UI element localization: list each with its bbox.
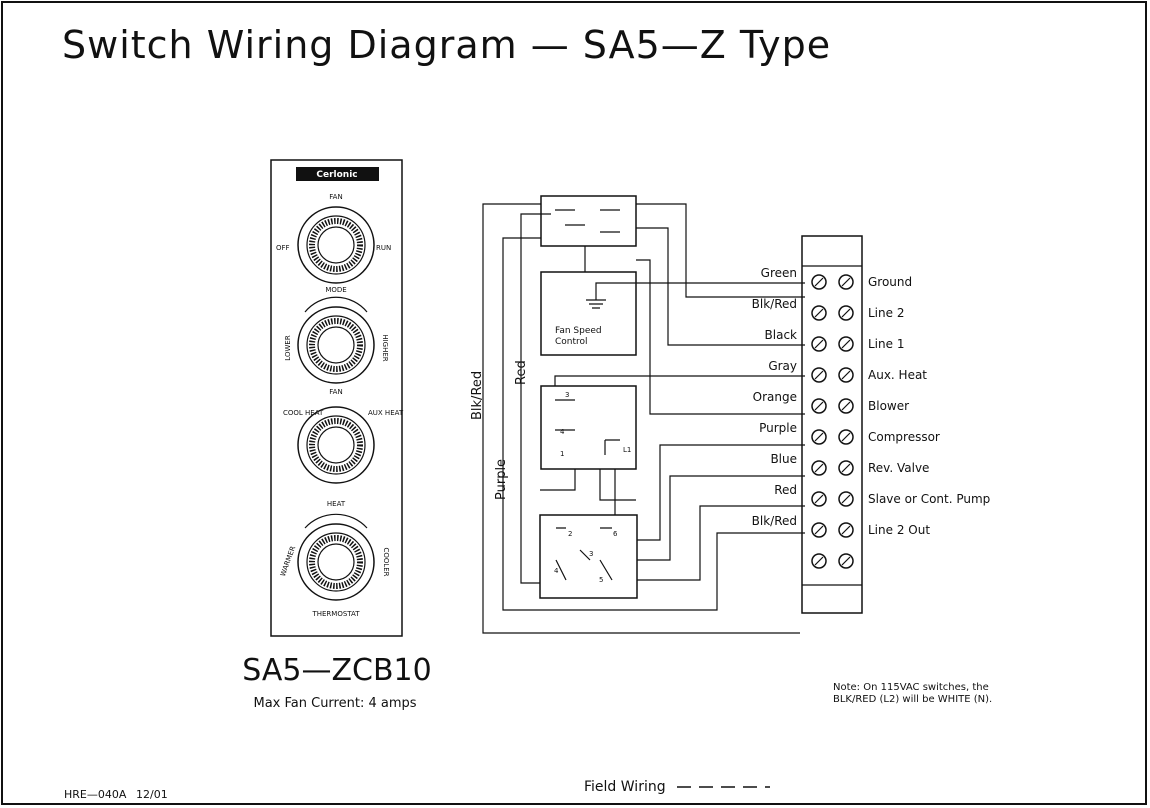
knob-fan-bottom-label: FAN [329,388,342,396]
terminal-screw-icon [811,553,827,569]
top-switch-block [540,195,637,247]
terminal-label: Rev. Valve [868,461,929,475]
note-line-2: BLK/RED (L2) will be WHITE (N). [833,694,992,705]
wire-color-label: Blue [770,452,797,466]
terminal-screw-icon [838,336,854,352]
model-name: SA5—ZCB10 [242,653,431,688]
wire-color-label: Red [774,483,797,497]
knob-fan[interactable]: LOWER HIGHER FAN [284,296,389,396]
brand-logo-text: Cerlonic [316,170,357,180]
terminal-label: Compressor [868,430,940,444]
knob-heat[interactable]: COOL HEAT AUX HEAT HEAT [283,406,404,508]
wire-label-red-vertical: Red [514,360,529,385]
bottom-switch-block [539,514,638,599]
brand-logo [296,167,379,181]
terminal-screw-icon [838,398,854,414]
terminal-screw-icon [811,305,827,321]
knob-thermostat-right-label: COOLER [382,547,390,576]
terminal-label: Blower [868,399,909,413]
terminal-label: Ground [868,275,912,289]
terminal-screw-icon [811,367,827,383]
schematic: Fan Speed Control 3 4 1 L1 2 6 3 4 5 [470,195,990,634]
terminal-screw-icon [838,274,854,290]
knob-fan-right-label: HIGHER [381,334,389,361]
ground-icon [586,286,606,309]
wire-color-label: Gray [768,359,797,373]
terminal-screw-icon [838,367,854,383]
knob-mode-left-label: OFF [276,244,290,252]
wire-label-purple-vertical: Purple [494,459,509,500]
contact-label: 1 [560,450,564,458]
knob-mode[interactable]: FAN OFF RUN MODE [276,193,391,294]
terminal-screw-icon [838,522,854,538]
wire-color-label: Green [761,266,797,280]
knob-thermostat[interactable]: WARMER COOLER THERMOSTAT [279,513,390,618]
wire-color-label: Black [765,328,798,342]
page-title: Switch Wiring Diagram — SA5—Z Type [62,23,831,67]
terminal-screw-icon [838,491,854,507]
switch-panel: Cerlonic FAN OFF RUN MODE LOWER HIGHER F… [270,159,404,637]
document-date: 12/01 [136,788,168,801]
field-wiring-label: Field Wiring [584,779,666,795]
terminal-row [811,553,854,569]
contact-label: L1 [623,446,631,454]
terminal-screw-icon [811,336,827,352]
knob-thermostat-left-label: WARMER [279,545,297,577]
knob-heat-right-label: AUX HEAT [368,409,404,417]
terminal-screw-icon [811,460,827,476]
contact-label: 2 [568,530,572,538]
knob-thermostat-bottom-label: THERMOSTAT [311,610,360,618]
max-fan-current: Max Fan Current: 4 amps [253,696,416,711]
terminal-screw-icon [811,522,827,538]
wire-label-blk-red-vertical: Blk/Red [470,371,485,420]
knob-fan-left-label: LOWER [284,335,292,361]
contact-label: 3 [565,391,569,399]
knob-mode-right-label: RUN [376,244,391,252]
terminal-label: Line 2 [868,306,904,320]
terminal-label: Line 2 Out [868,523,930,537]
contact-label: 4 [554,567,559,575]
terminal-label: Line 1 [868,337,904,351]
note-line-1: Note: On 115VAC switches, the [833,682,989,693]
wire-color-label: Blk/Red [752,514,797,528]
contact-label: 4 [560,428,565,436]
terminal-screw-icon [838,305,854,321]
contact-label: 3 [589,550,593,558]
terminal-screw-icon [811,491,827,507]
document-code: HRE—040A [64,788,127,801]
contact-label: 6 [613,530,618,538]
terminal-screw-icon [811,429,827,445]
knob-heat-bottom-label: HEAT [327,500,346,508]
middle-switch-block [540,385,637,470]
terminal-strip [801,235,863,614]
wire-color-label: Purple [759,421,797,435]
terminal-screw-icon [838,553,854,569]
terminal-screw-icon [811,274,827,290]
fan-speed-control-box [540,271,637,356]
terminal-screw-icon [838,460,854,476]
knob-heat-left-label: COOL HEAT [283,409,324,417]
terminal-label: Aux. Heat [868,368,927,382]
knob-mode-top-label: FAN [329,193,342,201]
knob-mode-bottom-label: MODE [325,286,346,294]
terminal-label: Slave or Cont. Pump [868,492,990,506]
terminal-screw-icon [838,429,854,445]
terminal-screw-icon [811,398,827,414]
wire-color-label: Blk/Red [752,297,797,311]
contact-label: 5 [599,576,603,584]
fan-speed-control-label-2: Control [555,337,588,347]
wire-color-label: Orange [753,390,797,404]
fan-speed-control-label-1: Fan Speed [555,326,602,336]
